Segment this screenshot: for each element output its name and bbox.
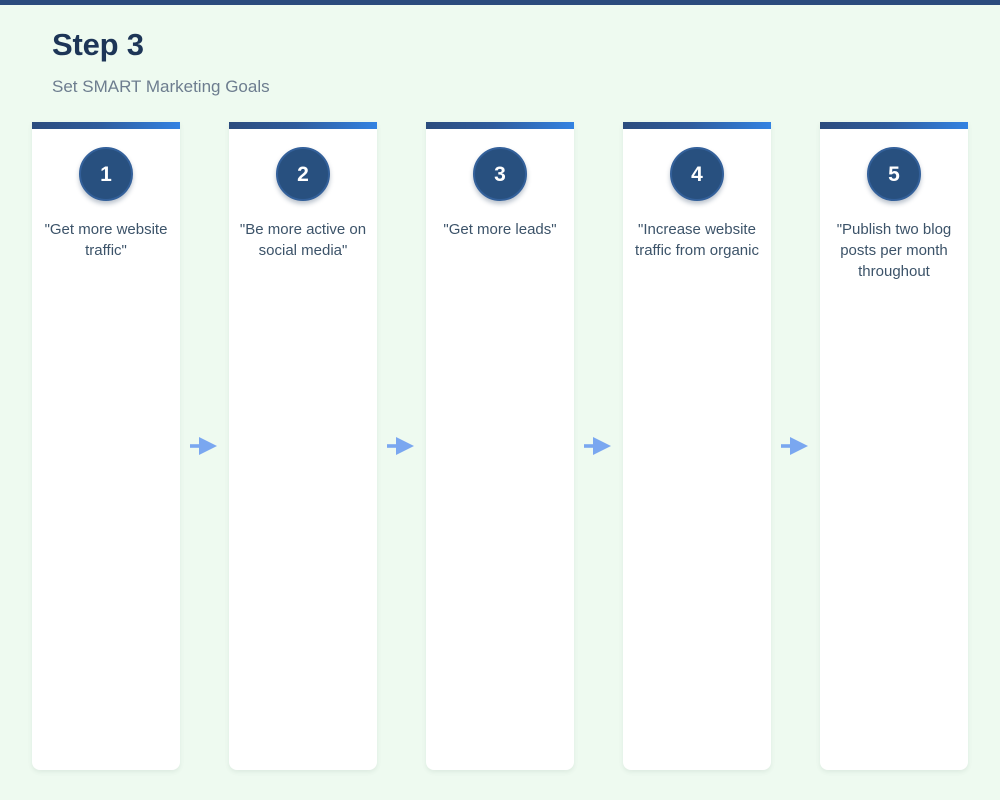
step-number-badge: 5	[867, 147, 921, 201]
arrow-right-icon	[377, 122, 426, 770]
step-number-badge: 3	[473, 147, 527, 201]
goal-card[interactable]: 2 "Be more active on social media"	[229, 122, 377, 770]
page-subtitle: Set SMART Marketing Goals	[52, 77, 270, 97]
arrow-right-icon	[771, 122, 820, 770]
step-number-label: 5	[888, 162, 900, 186]
card-top-bar	[820, 122, 968, 129]
step-number-label: 3	[494, 162, 506, 186]
top-accent-bar	[0, 0, 1000, 5]
goal-text: "Get more website traffic"	[44, 221, 168, 259]
arrow-right-icon	[574, 122, 623, 770]
card-top-bar	[229, 122, 377, 129]
goal-card[interactable]: 1 "Get more website traffic"	[32, 122, 180, 770]
arrow-right-icon	[180, 122, 229, 770]
card-top-bar	[623, 122, 771, 129]
goal-card[interactable]: 5 "Publish two blog posts per month thro…	[820, 122, 968, 770]
step-number-label: 1	[100, 162, 112, 186]
step-number-badge: 2	[276, 147, 330, 201]
goal-card[interactable]: 4 "Increase website traffic from organic	[623, 122, 771, 770]
step-number-badge: 1	[79, 147, 133, 201]
goal-text: "Increase website traffic from organic	[635, 221, 759, 259]
step-number-badge: 4	[670, 147, 724, 201]
step-number-label: 2	[297, 162, 309, 186]
step-number-label: 4	[691, 162, 703, 186]
card-top-bar	[426, 122, 574, 129]
page-title: Step 3	[52, 27, 144, 62]
goal-flow-row: 1 "Get more website traffic" 2 "Be more …	[32, 122, 968, 770]
goal-card[interactable]: 3 "Get more leads"	[426, 122, 574, 770]
goal-text: "Get more leads"	[443, 221, 557, 238]
goal-text: "Publish two blog posts per month throug…	[836, 221, 952, 280]
page-header: Step 3 Set SMART Marketing Goals	[52, 26, 270, 98]
goal-text: "Be more active on social media"	[239, 221, 367, 259]
card-top-bar	[32, 122, 180, 129]
